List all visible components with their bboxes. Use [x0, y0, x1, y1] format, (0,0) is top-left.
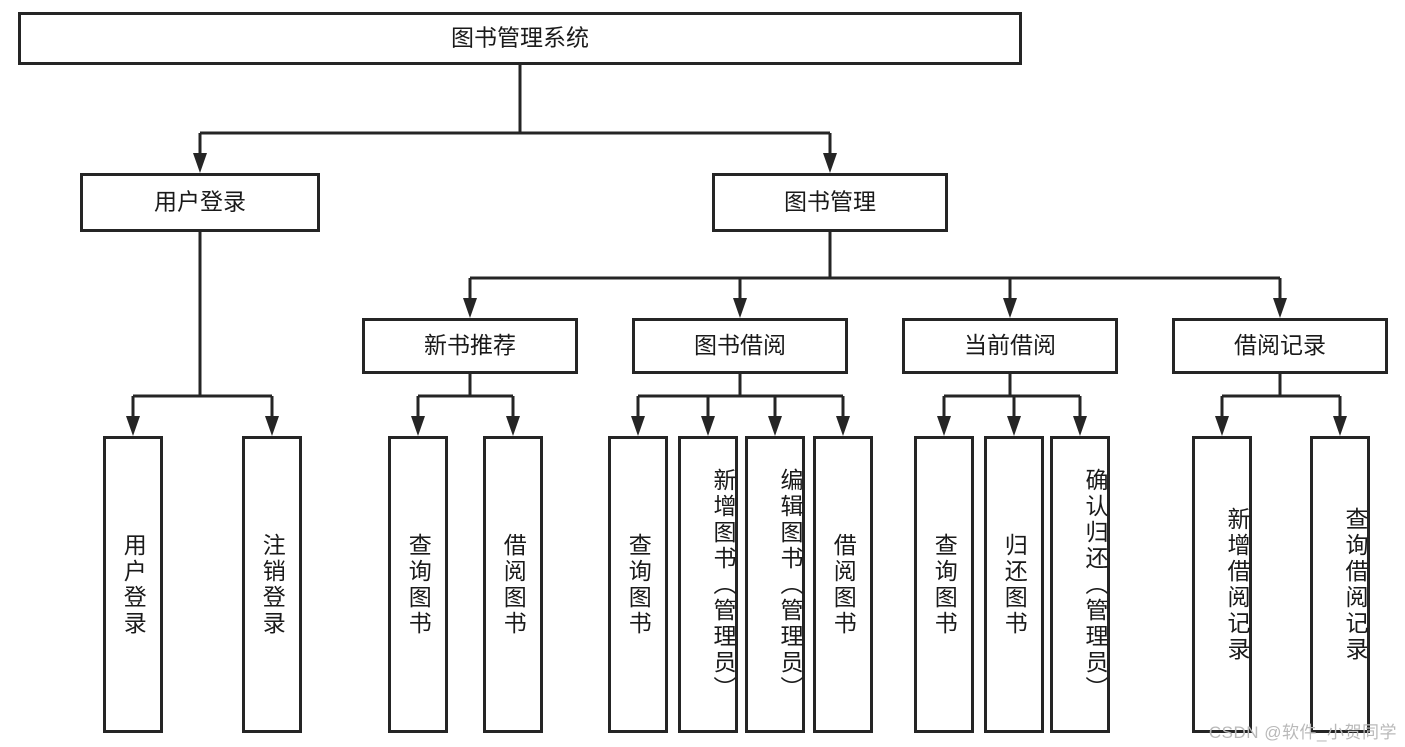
connector-group — [1215, 374, 1347, 436]
node-box[interactable] — [1050, 436, 1110, 733]
node-box[interactable] — [712, 173, 948, 232]
node-box[interactable] — [1192, 436, 1252, 733]
node-box[interactable] — [362, 318, 578, 374]
node-leaf-query-book-2[interactable] — [608, 436, 668, 733]
connector-group — [126, 232, 279, 436]
arrowhead-icon — [823, 153, 837, 173]
arrowhead-icon — [1003, 298, 1017, 318]
node-leaf-borrow-book-1[interactable] — [483, 436, 543, 733]
node-box[interactable] — [103, 436, 163, 733]
node-box[interactable] — [632, 318, 848, 374]
node-user-login[interactable]: 用户登录 — [80, 173, 320, 232]
node-label: 图书管理系统 — [451, 25, 589, 51]
node-box[interactable] — [388, 436, 448, 733]
node-box[interactable] — [483, 436, 543, 733]
connector-group — [631, 374, 850, 436]
arrowhead-icon — [631, 416, 645, 436]
node-borrow-record[interactable]: 借阅记录 — [1172, 318, 1388, 374]
node-leaf-return-book[interactable] — [984, 436, 1044, 733]
arrowhead-icon — [463, 298, 477, 318]
node-leaf-user-logout[interactable] — [242, 436, 302, 733]
node-leaf-add-record[interactable] — [1192, 436, 1252, 733]
node-leaf-borrow-book-2[interactable] — [813, 436, 873, 733]
arrowhead-icon — [1073, 416, 1087, 436]
node-leaf-edit-book[interactable] — [745, 436, 805, 733]
node-label: 新书推荐 — [424, 332, 516, 358]
node-leaf-user-login[interactable] — [103, 436, 163, 733]
node-label: 借阅记录 — [1234, 332, 1326, 358]
node-box[interactable] — [1172, 318, 1388, 374]
node-box[interactable] — [984, 436, 1044, 733]
arrowhead-icon — [193, 153, 207, 173]
arrowhead-icon — [126, 416, 140, 436]
node-new-book-recommend[interactable]: 新书推荐 — [362, 318, 578, 374]
node-box[interactable] — [678, 436, 738, 733]
node-book-manage[interactable]: 图书管理 — [712, 173, 948, 232]
arrowhead-icon — [1215, 416, 1229, 436]
node-box[interactable] — [813, 436, 873, 733]
node-box[interactable] — [80, 173, 320, 232]
arrowhead-icon — [733, 298, 747, 318]
node-book-borrow[interactable]: 图书借阅 — [632, 318, 848, 374]
node-leaf-query-record[interactable] — [1310, 436, 1370, 733]
node-root[interactable]: 图书管理系统 — [18, 12, 1022, 65]
node-leaf-confirm-return[interactable] — [1050, 436, 1110, 733]
arrowhead-icon — [506, 416, 520, 436]
node-leaf-query-book-3[interactable] — [914, 436, 974, 733]
node-label: 图书借阅 — [694, 332, 786, 358]
connector-group — [193, 65, 837, 173]
arrowhead-icon — [265, 416, 279, 436]
node-box[interactable] — [242, 436, 302, 733]
node-box[interactable] — [18, 12, 1022, 65]
node-label: 图书管理 — [784, 189, 876, 215]
arrowhead-icon — [836, 416, 850, 436]
arrowhead-icon — [1007, 416, 1021, 436]
node-box[interactable] — [1310, 436, 1370, 733]
node-box[interactable] — [914, 436, 974, 733]
arrowhead-icon — [1333, 416, 1347, 436]
connectors-layer — [126, 65, 1347, 436]
node-box[interactable] — [902, 318, 1118, 374]
arrowhead-icon — [701, 416, 715, 436]
connector-group — [463, 232, 1287, 318]
watermark-text: CSDN @软件_小贺同学 — [1208, 723, 1397, 742]
arrowhead-icon — [411, 416, 425, 436]
node-box[interactable] — [608, 436, 668, 733]
arrowhead-icon — [768, 416, 782, 436]
connector-group — [411, 374, 520, 436]
node-leaf-query-book-1[interactable] — [388, 436, 448, 733]
arrowhead-icon — [937, 416, 951, 436]
node-label: 用户登录 — [154, 189, 246, 215]
node-leaf-add-book[interactable] — [678, 436, 738, 733]
node-box[interactable] — [745, 436, 805, 733]
node-label: 当前借阅 — [964, 332, 1056, 358]
node-current-borrow[interactable]: 当前借阅 — [902, 318, 1118, 374]
arrowhead-icon — [1273, 298, 1287, 318]
connector-group — [937, 374, 1087, 436]
